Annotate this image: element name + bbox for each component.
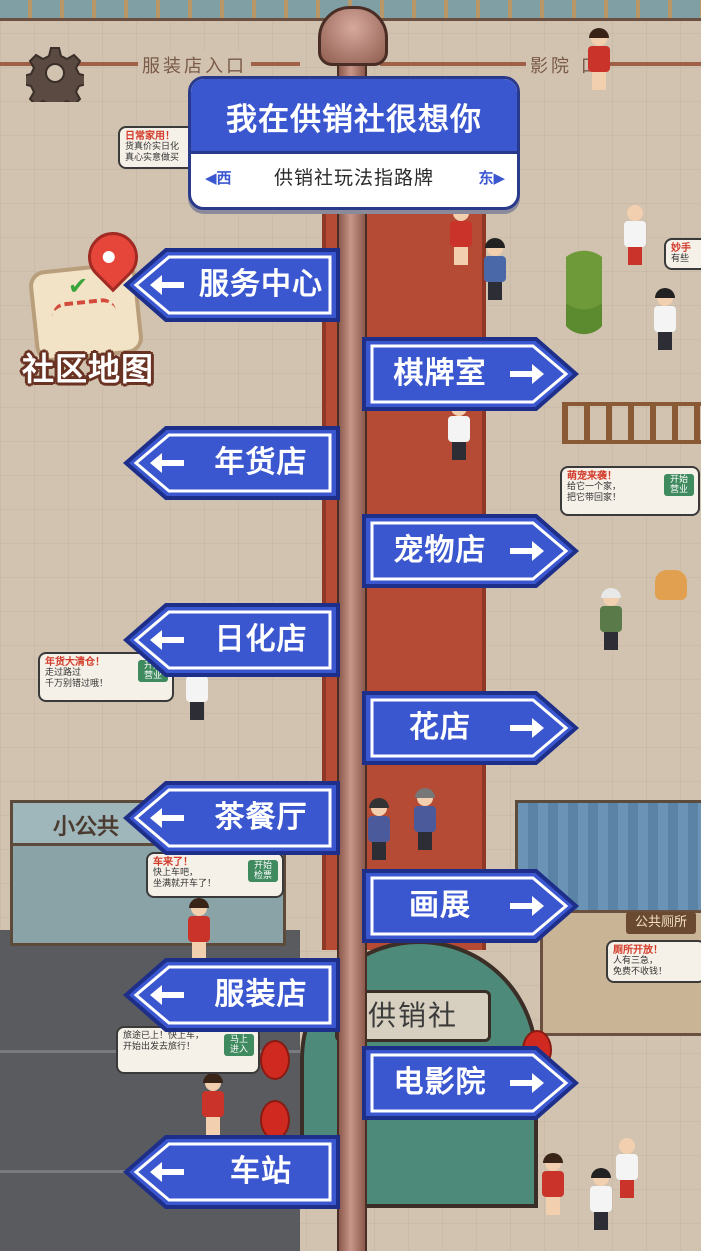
- npc-woman-red[interactable]: [186, 898, 212, 962]
- sign-daily-chemicals-store[interactable]: 日化店: [122, 601, 340, 679]
- check-icon: ✔: [68, 272, 89, 300]
- sign-clothing-store[interactable]: 服装店: [122, 956, 340, 1034]
- speech-bubble: 妙手 有些: [664, 238, 701, 270]
- speech-bubble: 厕所开放！ 人有三急， 免费不收钱！: [606, 940, 701, 983]
- npc-child[interactable]: [482, 238, 508, 302]
- guide-title-sign: 我在供销社很想你 ◀西 供销社玩法指路牌 东▶: [188, 76, 520, 210]
- arrow-left-icon: [150, 1162, 184, 1182]
- sign-cinema[interactable]: 电影院: [362, 1044, 580, 1122]
- clothing-entrance-label: 服装店入口: [138, 52, 251, 78]
- east-direction: 东▶: [478, 169, 505, 187]
- sign-flower-shop[interactable]: 花店: [362, 689, 580, 767]
- npc-old-man[interactable]: [614, 1138, 640, 1200]
- public-toilet-sign: 公共厕所: [626, 912, 696, 934]
- arrow-right-icon: [510, 541, 544, 561]
- speech-bubble: 车来了！ 快上车吧， 坐满就开车了！ 开始检票: [146, 852, 284, 898]
- guide-title: 我在供销社很想你: [226, 102, 482, 138]
- potted-plant: [566, 250, 602, 350]
- community-map-label: 社区地图: [22, 350, 155, 388]
- arrow-right-icon: [510, 896, 544, 916]
- sign-new-year-goods-store[interactable]: 年货店: [122, 424, 340, 502]
- npc-old-man[interactable]: [622, 205, 648, 267]
- npc-woman-red[interactable]: [448, 203, 474, 267]
- sign-service-center[interactable]: 服务中心: [122, 246, 340, 324]
- arrow-left-icon: [150, 630, 184, 650]
- arrow-right-icon: [510, 718, 544, 738]
- signpost-cap: [318, 6, 388, 66]
- npc-woman-red[interactable]: [586, 28, 612, 92]
- arrow-left-icon: [150, 808, 184, 828]
- gear-icon[interactable]: [22, 44, 88, 113]
- triangle-right-icon: ▶: [493, 169, 505, 187]
- west-direction: ◀西: [205, 169, 232, 187]
- arrow-left-icon: [150, 275, 184, 295]
- small-shop-name: 小公共: [53, 815, 120, 840]
- sign-bus-station[interactable]: 车站: [122, 1133, 340, 1211]
- npc-child[interactable]: [366, 798, 392, 862]
- guide-subtitle: 供销社玩法指路牌: [273, 167, 434, 189]
- npc-woman-red[interactable]: [200, 1073, 226, 1137]
- sign-chess-room[interactable]: 棋牌室: [362, 335, 580, 413]
- arrow-left-icon: [150, 453, 184, 473]
- arrow-left-icon: [150, 985, 184, 1005]
- sign-tea-restaurant[interactable]: 茶餐厅: [122, 779, 340, 857]
- arrow-right-icon: [510, 1073, 544, 1093]
- shiba-dog: [655, 570, 687, 600]
- npc-man-white[interactable]: [652, 288, 678, 352]
- arrow-right-icon: [510, 364, 544, 384]
- sign-art-exhibition[interactable]: 画展: [362, 867, 580, 945]
- npc-man-white[interactable]: [588, 1168, 614, 1232]
- npc-woman-red[interactable]: [540, 1153, 566, 1217]
- speech-bubble: 萌宠来袭！ 给它一个家， 把它带回家！ 开始营业: [560, 466, 700, 516]
- npc-old-woman[interactable]: [598, 588, 624, 652]
- triangle-left-icon: ◀: [205, 169, 217, 187]
- community-map-button[interactable]: ✔ 社区地图: [22, 221, 182, 392]
- red-lantern: [260, 1040, 290, 1080]
- flower-fence: [562, 402, 701, 444]
- npc-old-man[interactable]: [412, 788, 438, 852]
- sign-pet-store[interactable]: 宠物店: [362, 512, 580, 590]
